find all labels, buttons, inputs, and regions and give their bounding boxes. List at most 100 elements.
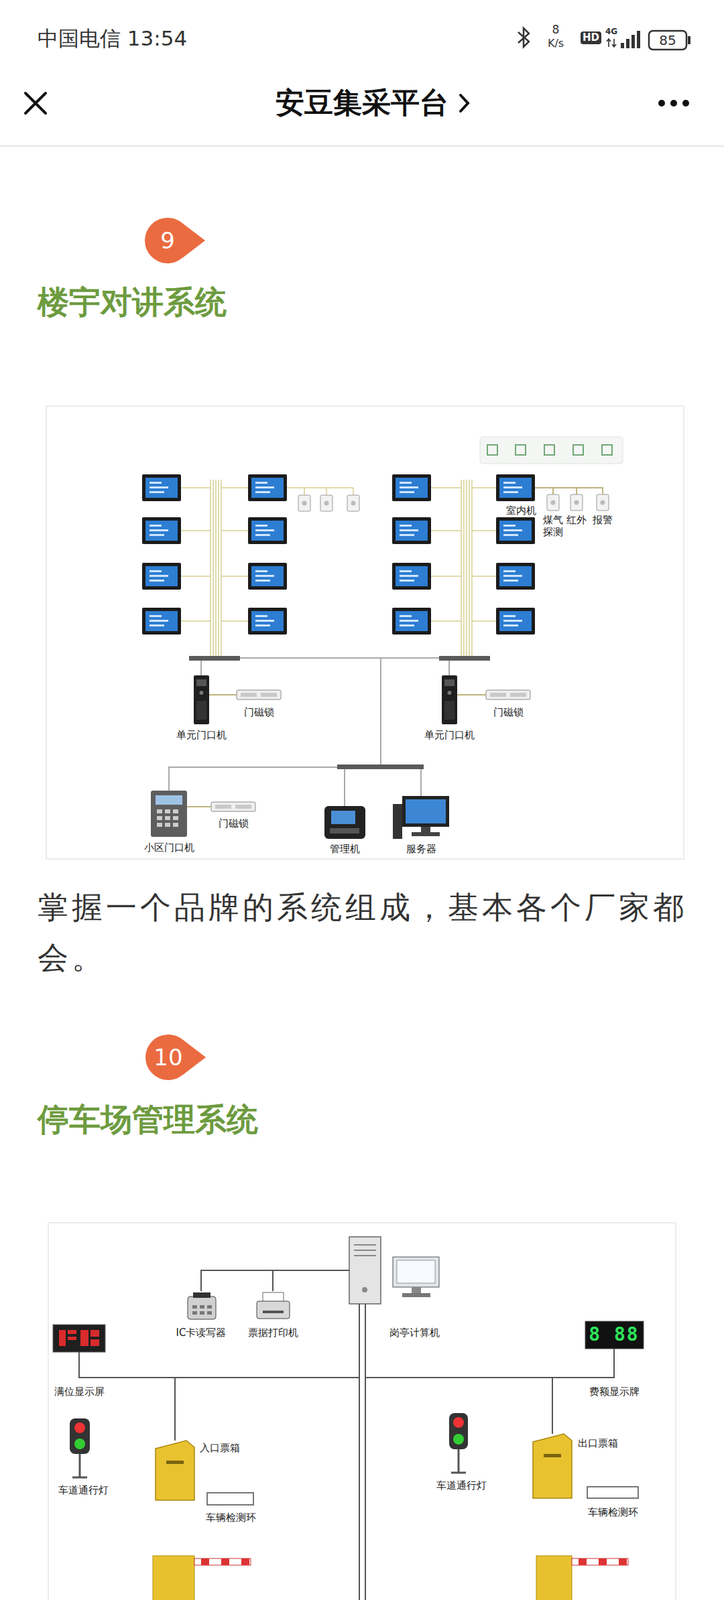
ticket-box: [155, 1441, 195, 1501]
device-node: 报警: [596, 494, 609, 511]
device-node: 票据打印机: [255, 1291, 291, 1322]
section-heading: 停车场管理系统: [37, 1102, 259, 1139]
full-display: [80, 1330, 89, 1347]
network-bus: [168, 658, 450, 807]
indoor-monitors: [142, 517, 181, 545]
device-node: 单元门口机: [193, 675, 210, 725]
community-door-station: [172, 823, 179, 828]
device-node: 门磁锁: [236, 689, 281, 702]
device-label: 票据打印机: [246, 1327, 300, 1340]
device-node: 出口票箱: [532, 1434, 572, 1499]
indoor-monitors: [496, 517, 535, 545]
community-door-station: [156, 823, 163, 828]
community-door-station: [172, 809, 179, 814]
sensors: [547, 494, 560, 511]
status-icons: [606, 38, 617, 47]
ticket-printer: [256, 1293, 290, 1320]
more-menu: [682, 99, 690, 107]
trunk-lines: [359, 1378, 366, 1600]
intercom-wiring: [181, 488, 211, 622]
network-switch: [189, 656, 491, 770]
barrier-gate: [578, 1559, 627, 1566]
booth-computer: [396, 1260, 436, 1284]
server-computer: [405, 799, 446, 824]
nav-title: 安豆集采平台: [275, 86, 449, 120]
booth-computer: [392, 1257, 440, 1288]
device-label: IC卡读写器: [174, 1327, 228, 1340]
intercom-diagram-frame: [487, 445, 498, 456]
ticket-box: [532, 1434, 572, 1499]
sensors: [570, 494, 583, 511]
traffic-light: [74, 1423, 86, 1434]
wire-connector: [365, 1304, 553, 1435]
signal-bars: [620, 30, 691, 49]
card-reader: [207, 1311, 212, 1316]
full-display: [67, 1337, 77, 1341]
device-label: 门磁锁: [492, 706, 525, 719]
section-number: 9: [160, 229, 175, 253]
nav-icons: [25, 93, 46, 114]
network-bus: [168, 767, 421, 807]
management-unit: [329, 828, 360, 834]
device-node: 门磁锁: [486, 689, 531, 702]
sensors: [298, 494, 609, 512]
community-door-station: [164, 816, 171, 821]
indoor-monitors: [142, 563, 181, 590]
hd-badge: HD: [580, 31, 602, 45]
device-node: 满位显示屏: [52, 1325, 106, 1353]
device-label: 车辆检测环: [204, 1512, 258, 1525]
barrier-gate: [201, 1559, 210, 1566]
net-speed: 8: [552, 24, 560, 36]
card-reader: [192, 1311, 198, 1316]
net-speed-unit: K/s: [547, 38, 564, 49]
traffic-light: [453, 1417, 464, 1429]
door-locks: [236, 690, 281, 700]
indoor-monitors: [392, 517, 432, 545]
sensors: [347, 495, 360, 512]
intercom-diagram-frame: [487, 445, 613, 456]
booth-computer: [353, 1245, 377, 1257]
device-label: 岗亭计算机: [388, 1327, 442, 1340]
wire-connector: [201, 1271, 350, 1292]
more-menu: [658, 99, 690, 107]
number-badge: [183, 1040, 206, 1076]
network-switch: [439, 656, 491, 661]
intercom-diagram-frame: [46, 406, 684, 860]
intercom-diagram-frame: [601, 445, 613, 456]
signal-bars: [626, 38, 630, 49]
status-icons: [648, 30, 687, 50]
device-node: 车道通行灯: [449, 1413, 468, 1451]
card-reader: [207, 1305, 212, 1310]
indoor-monitors: [496, 563, 535, 590]
device-label: 出口票箱: [576, 1437, 620, 1451]
door-stations: [193, 675, 210, 725]
booth-computer: [349, 1237, 381, 1305]
card-reader: [192, 1305, 212, 1316]
full-display: [90, 1330, 100, 1338]
community-door-station: [156, 809, 179, 828]
detection-loop: [207, 1487, 639, 1506]
door-locks: [211, 802, 256, 812]
device-label: 门磁锁: [217, 817, 251, 830]
traffic-light: [453, 1434, 464, 1446]
management-unit: [324, 806, 366, 840]
device-node: 入口票箱: [155, 1441, 195, 1501]
intercom-wiring: [221, 488, 249, 622]
device-node: 煤气 探测: [547, 494, 560, 511]
wire-connector: [457, 694, 487, 696]
network-bus: [239, 658, 440, 765]
intercom-diagram-frame: [46, 406, 684, 860]
more-menu: [658, 99, 666, 107]
traffic-light: [69, 1419, 90, 1455]
device-node: 岗亭计算机: [349, 1237, 440, 1305]
intercom-wiring: [431, 488, 462, 622]
ticket-printer: [256, 1301, 290, 1320]
barrier-gate: [241, 1559, 250, 1566]
barrier-gate: [578, 1559, 587, 1566]
device-label: 单元门口机: [423, 729, 476, 742]
booth-computer: [362, 1287, 368, 1294]
indoor-monitors: [392, 608, 432, 635]
sensors: [298, 495, 311, 512]
card-reader: [192, 1305, 198, 1310]
trunk-lines: [359, 1378, 366, 1600]
